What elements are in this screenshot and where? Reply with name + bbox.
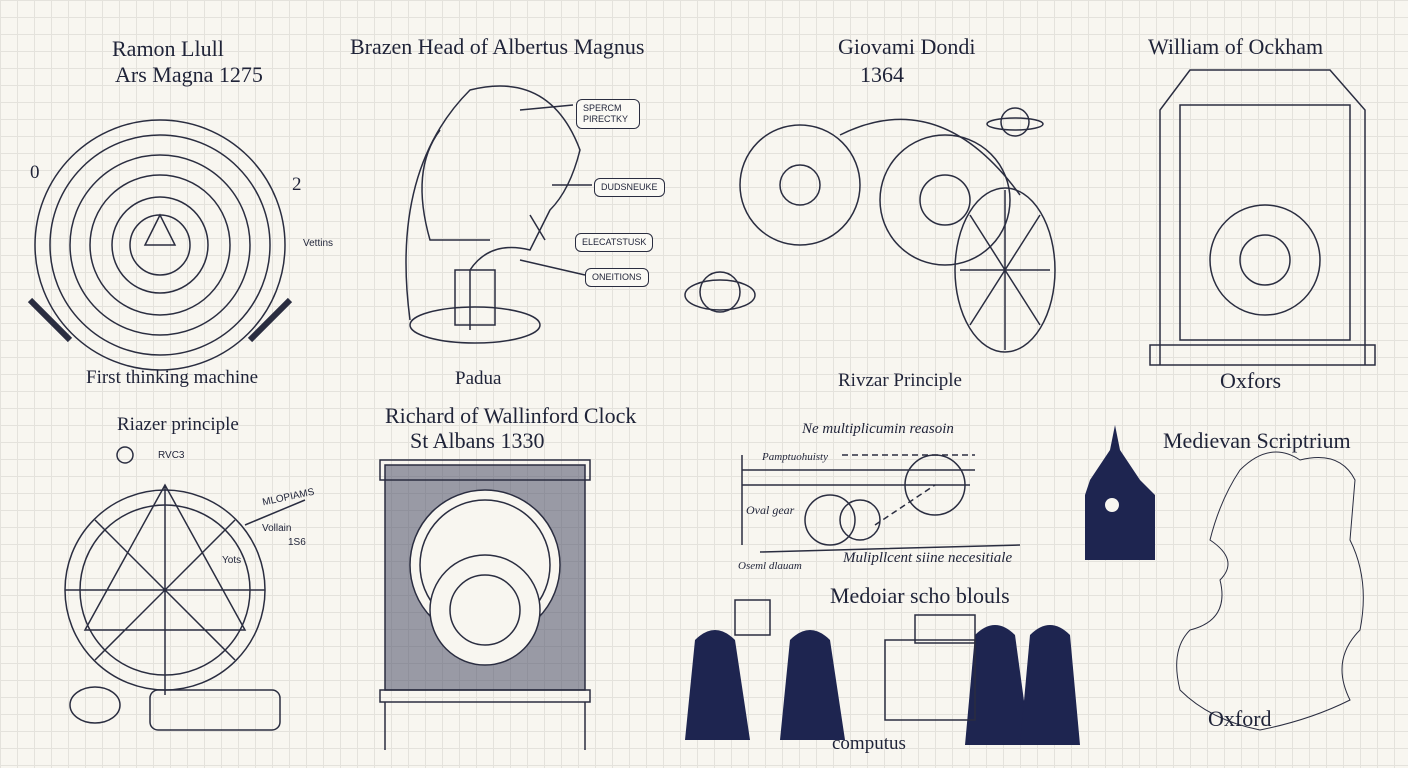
dondi-astrarium-illustration — [684, 107, 1056, 353]
razor-label: 1S6 — [288, 537, 306, 548]
llull-wheel-illustration — [27, 119, 293, 371]
razor-label: Vollain — [262, 523, 292, 534]
llull-caption: First thinking machine — [86, 367, 259, 388]
dondi-title: Giovami Dondi — [838, 34, 976, 59]
llull-mark-left: 0 — [30, 162, 40, 183]
ockham-clock-illustration — [1149, 69, 1376, 366]
scriptorium-caption: Oxford — [1208, 706, 1272, 731]
razor-label: Yots — [222, 555, 242, 566]
llull-subtitle: Ars Magna 1275 — [115, 62, 263, 87]
wallingford-clock-illustration — [379, 459, 591, 750]
scholars-title: Medoiar scho blouls — [830, 583, 1010, 608]
brazen-label: ELECATSTUSK — [575, 233, 654, 252]
multiplicity-label: Oval gear — [746, 503, 795, 517]
scholars-caption: computus — [832, 733, 906, 754]
dondi-caption: Rivzar Principle — [838, 370, 962, 391]
razor-diagram-illustration — [64, 446, 306, 731]
scholars-illustration — [685, 625, 1080, 745]
multiplicity-title: Ne multiplicumin reasoin — [802, 421, 954, 437]
razor-title: Riazer principle — [117, 414, 239, 435]
brazen-head-illustration — [405, 85, 592, 344]
razor-label: RVC3 — [158, 450, 185, 461]
llull-side-label: Vettins — [303, 238, 334, 249]
multiplicity-label: Pamptuohuisty — [762, 451, 828, 463]
scriptorium-map-illustration — [1085, 425, 1364, 731]
multiplicity-diagram-illustration — [741, 454, 1021, 553]
ockham-caption: Oxfors — [1220, 368, 1282, 393]
brazen-label: DUDSNEUKE — [594, 178, 665, 197]
wallingford-title: Richard of Wallinford Clock — [385, 403, 637, 428]
scriptorium-title: Medievan Scriptrium — [1163, 428, 1351, 453]
scholars-desks — [734, 599, 976, 721]
ockham-title: William of Ockham — [1148, 34, 1324, 59]
brazen-title: Brazen Head of Albertus Magnus — [350, 34, 645, 59]
brazen-label: ONEITIONS — [585, 268, 649, 287]
llull-title: Ramon Llull — [112, 36, 224, 61]
multiplicity-label: Mulipllcent siine necesitiale — [843, 550, 1013, 566]
dondi-year: 1364 — [860, 62, 904, 87]
brazen-label: SPERCM PIRECTKY — [576, 99, 640, 129]
llull-mark-right: 2 — [292, 174, 302, 195]
multiplicity-label: Oseml dlauam — [738, 560, 802, 572]
brazen-caption: Padua — [455, 368, 502, 389]
wallingford-subtitle: St Albans 1330 — [410, 428, 545, 453]
